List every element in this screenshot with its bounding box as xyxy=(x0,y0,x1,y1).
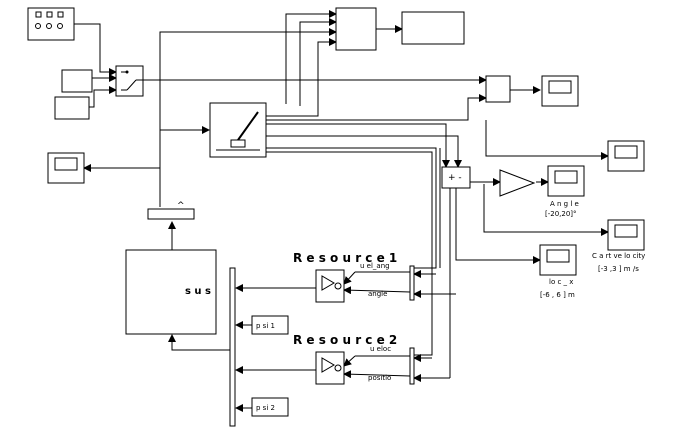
psi2-block[interactable] xyxy=(251,397,289,417)
angle-range-label: [-20,20]° xyxy=(545,210,577,218)
angle-scope-label: A n g l e xyxy=(550,200,579,208)
cart-velocity-range-label: [-3 ,3 ] m /s xyxy=(598,265,639,273)
relay-with-delay-icon[interactable] xyxy=(315,351,345,385)
signal-lines xyxy=(74,10,609,412)
positio-label: positio xyxy=(368,374,391,382)
demux-bar[interactable] xyxy=(229,267,236,427)
mux-bar-resource1[interactable] xyxy=(409,265,415,301)
scope-icon[interactable] xyxy=(539,244,577,276)
resource1-label: R e s o u r c e 1 xyxy=(293,251,397,265)
loc-x-label: lo c _ x xyxy=(549,278,573,286)
constant-block[interactable] xyxy=(61,69,93,93)
small-block[interactable] xyxy=(485,75,511,103)
gain-triangle-icon[interactable] xyxy=(499,169,536,197)
manual-switch-icon[interactable] xyxy=(115,65,144,97)
scope-icon[interactable] xyxy=(547,165,585,197)
cart-velocity-label: C a rt ve lo city xyxy=(592,252,645,260)
scope-icon[interactable] xyxy=(607,140,645,172)
display-block[interactable] xyxy=(401,11,465,45)
hat-label: ^ xyxy=(177,201,185,211)
vel-ang-label: u el_ang xyxy=(360,262,390,270)
sum-block[interactable]: + - xyxy=(441,166,471,189)
scope-icon[interactable] xyxy=(607,219,645,251)
veloc-label: u eloc xyxy=(370,345,391,353)
angle-label: angle xyxy=(368,290,387,298)
psi2-label: p si 2 xyxy=(256,404,275,412)
sus-label: s u s xyxy=(185,286,211,297)
mux-bar[interactable] xyxy=(147,208,195,220)
scope-icon[interactable] xyxy=(541,75,579,107)
inverted-pendulum-plant-icon[interactable] xyxy=(209,102,267,158)
scope-icon[interactable] xyxy=(47,152,85,184)
function-block[interactable] xyxy=(335,7,377,51)
psi1-label: p si 1 xyxy=(256,322,275,330)
step-block[interactable] xyxy=(54,96,90,120)
relay-with-delay-icon[interactable] xyxy=(315,269,345,303)
mux-bar-resource2[interactable] xyxy=(409,347,415,385)
psi1-block[interactable] xyxy=(251,315,289,335)
loc-range-label: [-6 , 6 ] m xyxy=(540,291,575,299)
resource2-label: R e s o u r c e 2 xyxy=(293,333,397,347)
sus-block[interactable]: s u s xyxy=(125,249,217,335)
signal-source-block[interactable] xyxy=(27,7,75,41)
svg-text:+ -: + - xyxy=(448,173,462,183)
